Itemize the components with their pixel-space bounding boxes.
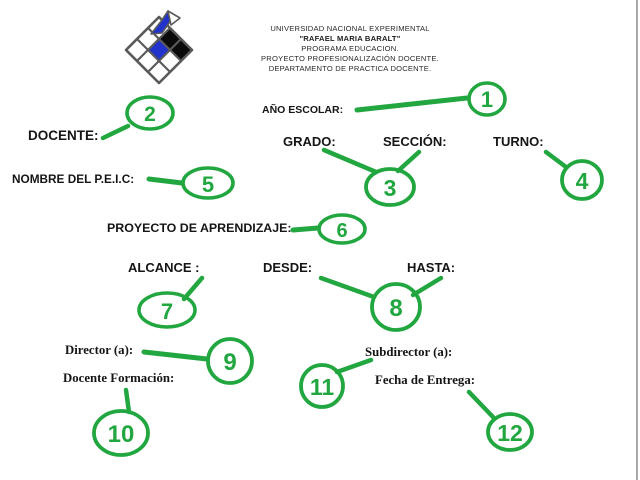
callout-4: 4 xyxy=(543,149,604,201)
callout-1: 1 xyxy=(354,81,507,117)
callout-8-number: 8 xyxy=(389,295,402,322)
callout-11-number: 11 xyxy=(310,374,335,400)
header-line-program: PROGRAMA EDUCACION. xyxy=(301,44,399,53)
page-right-edge xyxy=(636,0,638,480)
field-label-director: Director (a): xyxy=(65,343,134,357)
field-label-docente: DOCENTE: xyxy=(28,128,99,143)
callout-1-number: 1 xyxy=(481,87,493,112)
callout-7: 7 xyxy=(137,275,205,329)
field-label-nombre-peic: NOMBRE DEL P.E.I.C: xyxy=(12,172,135,186)
field-label-proyecto-aprendizaje: PROYECTO DE APRENDIZAJE: xyxy=(107,221,292,235)
field-label-fecha-entrega: Fecha de Entrega: xyxy=(375,373,475,387)
callout-3: 3 xyxy=(321,147,422,207)
callout-8: 8 xyxy=(318,275,444,332)
header-line-university: UNIVERSIDAD NACIONAL EXPERIMENTAL xyxy=(270,24,430,33)
callout-12: 12 xyxy=(466,389,534,452)
field-label-seccion: SECCIÓN: xyxy=(383,134,447,149)
callout-5: 5 xyxy=(146,166,235,200)
callout-2-number: 2 xyxy=(144,103,156,126)
callout-10-number: 10 xyxy=(108,421,135,448)
field-label-grado: GRADO: xyxy=(283,134,336,149)
callout-4-number: 4 xyxy=(576,168,589,194)
callout-12-number: 12 xyxy=(497,420,523,446)
callout-6: 6 xyxy=(290,213,367,245)
header-line-project: PROYECTO PROFESIONALIZACIÓN DOCENTE. xyxy=(261,54,439,63)
field-label-docente-formacion: Docente Formación: xyxy=(63,371,175,385)
callout-7-number: 7 xyxy=(161,299,173,324)
university-logo-icon xyxy=(120,9,198,93)
callout-10: 10 xyxy=(92,387,150,457)
header-line-name: "RAFAEL MARIA BARALT" xyxy=(299,34,401,43)
university-header: UNIVERSIDAD NACIONAL EXPERIMENTAL "RAFAE… xyxy=(228,24,472,74)
field-label-desde: DESDE: xyxy=(263,260,313,275)
callout-5-number: 5 xyxy=(202,172,214,197)
callout-2: 2 xyxy=(100,95,175,141)
field-label-anio-escolar: AÑO ESCOLAR: xyxy=(262,104,344,116)
callout-9-number: 9 xyxy=(223,349,236,376)
field-label-hasta: HASTA: xyxy=(407,260,456,275)
callout-11: 11 xyxy=(299,357,374,409)
header-line-department: DEPARTAMENTO DE PRACTICA DOCENTE. xyxy=(268,64,432,73)
callout-3-number: 3 xyxy=(384,175,397,201)
field-label-alcance: ALCANCE : xyxy=(128,260,200,275)
field-label-turno: TURNO: xyxy=(493,134,544,149)
callout-6-number: 6 xyxy=(336,220,347,242)
field-label-subdirector: Subdirector (a): xyxy=(365,345,453,359)
